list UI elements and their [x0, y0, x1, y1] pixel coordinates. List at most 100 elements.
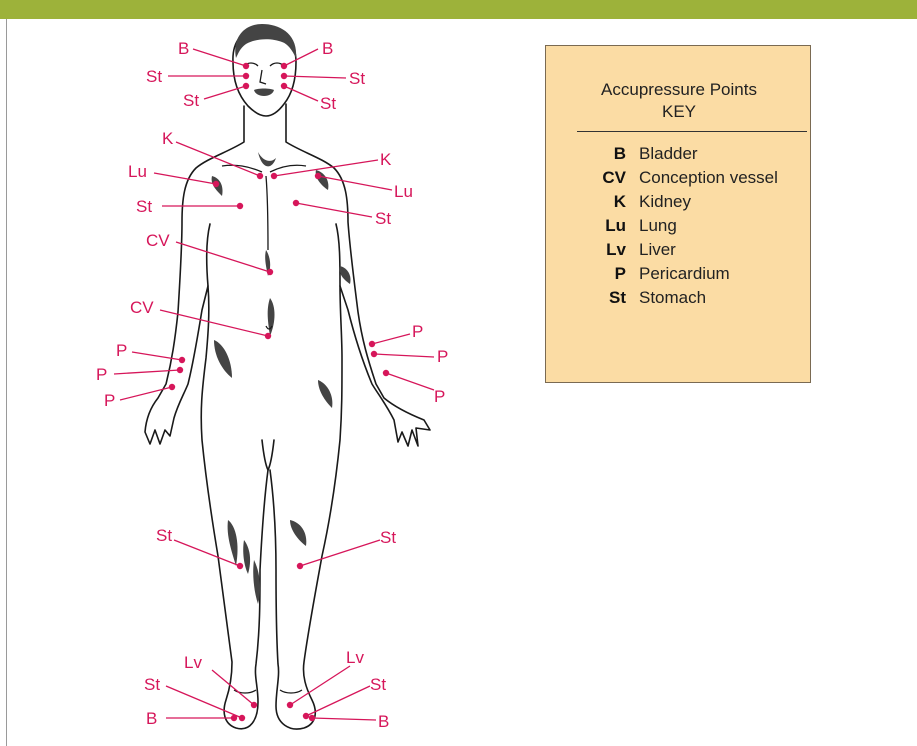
- key-row-kidney: K Kidney: [546, 192, 812, 214]
- key-name: Liver: [639, 240, 676, 260]
- dot-foot-st-right: [303, 713, 309, 719]
- label-wrist-p-right-1: P: [412, 322, 423, 341]
- point-labels: B B St St St St K K Lu Lu St St CV CV P …: [96, 39, 448, 731]
- key-abbr: Lv: [606, 240, 626, 260]
- label-abdomen-cv-lower: CV: [130, 298, 154, 317]
- dot-knee-st-right: [297, 563, 303, 569]
- key-name: Pericardium: [639, 264, 730, 284]
- label-wrist-p-left-3: P: [104, 391, 115, 410]
- key-name: Bladder: [639, 144, 698, 164]
- dot-chest-lu-left: [213, 181, 219, 187]
- face-features: [222, 63, 306, 693]
- label-knee-st-left: St: [156, 526, 172, 545]
- key-name: Kidney: [639, 192, 691, 212]
- key-abbr: K: [614, 192, 626, 212]
- leader-head-st-right-2: [284, 86, 318, 101]
- label-chest-k-right: K: [380, 150, 392, 169]
- knee-shadow-right: [290, 520, 306, 546]
- dot-abdomen-cv-lower: [265, 333, 271, 339]
- key-abbr: CV: [602, 168, 626, 188]
- mouth-shadow: [254, 89, 274, 97]
- label-wrist-p-left-2: P: [96, 365, 107, 384]
- dot-wrist-p-left-2: [177, 367, 183, 373]
- key-abbr: Lu: [605, 216, 626, 236]
- key-title: Accupressure Points: [546, 79, 812, 100]
- dot-foot-lv-left: [251, 702, 257, 708]
- dot-head-st-right-2: [281, 83, 287, 89]
- key-abbr: P: [615, 264, 626, 284]
- label-foot-st-right: St: [370, 675, 386, 694]
- leader-chest-k-left: [176, 142, 260, 176]
- dot-head-b-left: [243, 63, 249, 69]
- leader-head-st-right-1: [284, 76, 346, 78]
- knee-shadow-left: [228, 520, 238, 566]
- hip-shadow-right: [318, 380, 332, 408]
- leader-chest-lu-right: [318, 176, 392, 190]
- label-knee-st-right: St: [380, 528, 396, 547]
- key-divider: [577, 131, 807, 132]
- key-subtitle: KEY: [546, 101, 812, 122]
- key-row-bladder: B Bladder: [546, 144, 812, 166]
- dot-head-st-left-1: [243, 73, 249, 79]
- leader-knee-st-right: [300, 540, 380, 566]
- label-head-b-left: B: [178, 39, 189, 58]
- hair: [235, 24, 296, 58]
- leader-chest-lu-left: [154, 173, 216, 184]
- label-foot-lv-right: Lv: [346, 648, 364, 667]
- leader-head-b-right: [284, 49, 318, 66]
- key-name: Lung: [639, 216, 677, 236]
- label-head-b-right: B: [322, 39, 333, 58]
- label-foot-b-right: B: [378, 712, 389, 731]
- dot-foot-lv-right: [287, 702, 293, 708]
- key-name: Conception vessel: [639, 168, 778, 188]
- leader-wrist-p-left-3: [120, 387, 172, 400]
- key-name: Stomach: [639, 288, 706, 308]
- dot-chest-k-right: [271, 173, 277, 179]
- key-abbr: St: [609, 288, 626, 308]
- leader-chest-st-right: [296, 203, 372, 217]
- leader-wrist-p-right-3: [386, 373, 434, 390]
- dot-chest-st-left: [237, 203, 243, 209]
- right-ankle: [280, 690, 302, 693]
- crotch-line: [262, 440, 274, 470]
- dot-foot-b-left: [231, 715, 237, 721]
- leader-foot-st-right: [306, 686, 370, 716]
- dot-wrist-p-left-3: [169, 384, 175, 390]
- dot-chest-k-left: [257, 173, 263, 179]
- dot-chest-lu-right: [315, 173, 321, 179]
- label-wrist-p-right-2: P: [437, 347, 448, 366]
- leader-wrist-p-left-1: [132, 352, 182, 360]
- label-head-st-right-1: St: [349, 69, 365, 88]
- neck-shadow: [258, 152, 276, 166]
- key-abbr: B: [614, 144, 626, 164]
- key-box: Accupressure Points KEY B Bladder CV Con…: [545, 45, 811, 383]
- leader-abdomen-cv-upper: [176, 242, 270, 272]
- label-wrist-p-left-1: P: [116, 341, 127, 360]
- abdomen-line-2: [268, 298, 275, 336]
- key-row-stomach: St Stomach: [546, 288, 812, 310]
- leader-wrist-p-right-2: [374, 354, 434, 357]
- hip-shadow-left: [214, 340, 232, 378]
- leader-foot-st-left: [166, 686, 242, 718]
- label-foot-st-left: St: [144, 675, 160, 694]
- label-foot-lv-left: Lv: [184, 653, 202, 672]
- label-chest-lu-left: Lu: [128, 162, 147, 181]
- label-chest-k-left: K: [162, 129, 174, 148]
- left-arm-inner: [207, 224, 210, 286]
- label-chest-st-right: St: [375, 209, 391, 228]
- dot-wrist-p-right-2: [371, 351, 377, 357]
- label-head-st-left-1: St: [146, 67, 162, 86]
- collarbone-right: [270, 165, 306, 172]
- knee-shadow-left-2: [243, 540, 250, 574]
- dot-foot-st-left: [239, 715, 245, 721]
- shin-shadow-left: [253, 560, 260, 604]
- dot-wrist-p-left-1: [179, 357, 185, 363]
- label-foot-b-left: B: [146, 709, 157, 728]
- nose: [260, 70, 266, 84]
- label-wrist-p-right-3: P: [434, 387, 445, 406]
- dot-head-b-right: [281, 63, 287, 69]
- body-left-side: [145, 106, 268, 729]
- key-row-conception-vessel: CV Conception vessel: [546, 168, 812, 190]
- label-chest-lu-right: Lu: [394, 182, 413, 201]
- leader-wrist-p-right-1: [372, 334, 410, 344]
